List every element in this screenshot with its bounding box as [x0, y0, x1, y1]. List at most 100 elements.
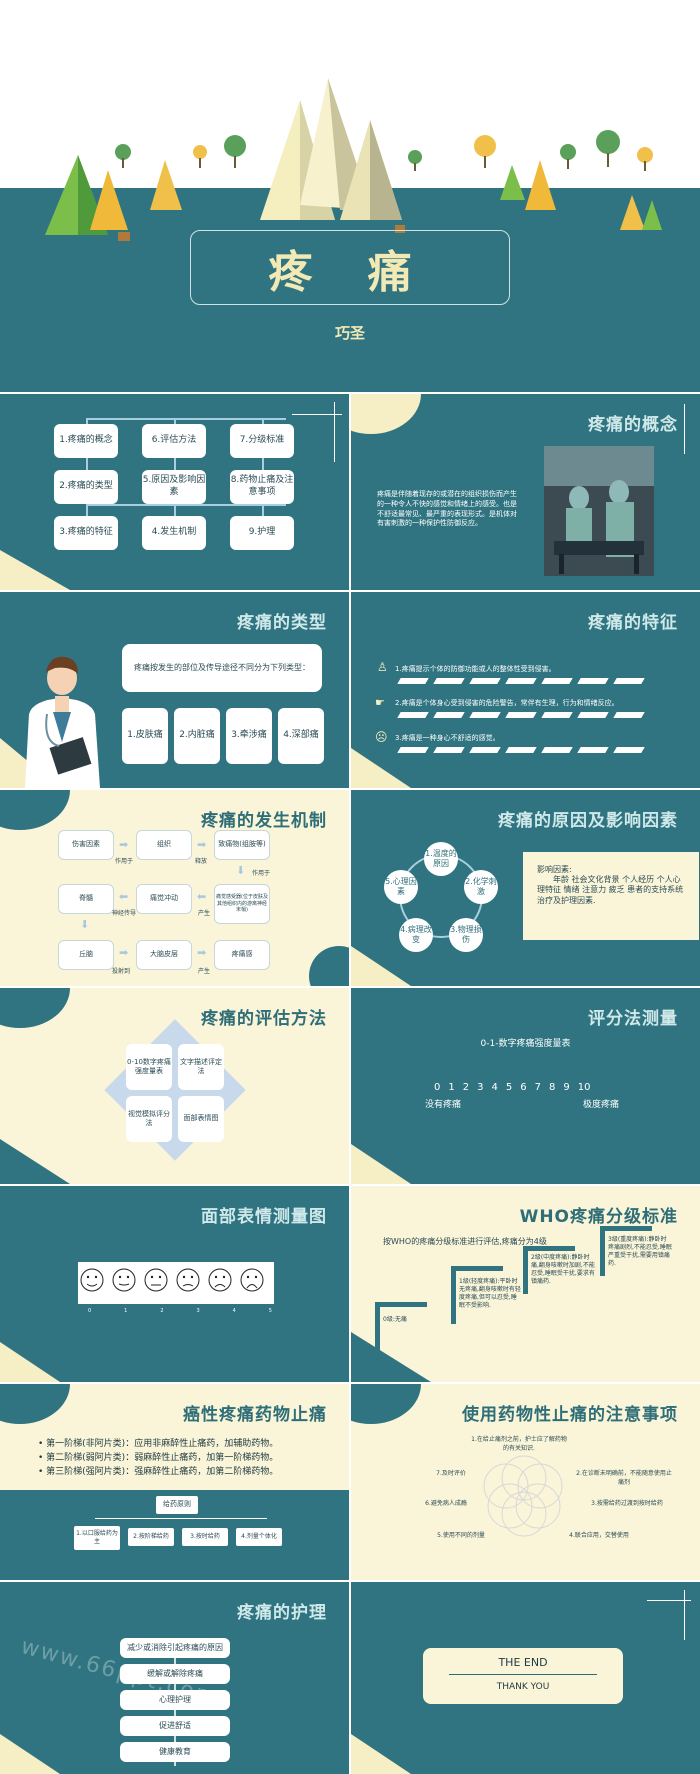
slide-title: 癌性疼痛药物止痛	[183, 1405, 327, 1425]
types-intro: 疼痛按发生的部位及传导途径不同分为下列类型：	[122, 644, 322, 692]
slide-end: THE END THANK YOU	[351, 1582, 700, 1774]
ladder-step: • 第一阶梯(非阿片类)：应用非麻醉性止痛药，加辅助药物。	[38, 1439, 279, 1449]
type-card: 3.牵涉痛	[226, 708, 272, 764]
method-card: 面部表情图	[178, 1096, 224, 1142]
face-score-row: 0 1 2 3 4 5	[88, 1308, 272, 1314]
cause-node: 1.温度的原因	[424, 842, 458, 876]
step-bar	[523, 1246, 528, 1294]
slide-cover: 疼 痛 巧圣	[0, 0, 700, 392]
who-level: 2级(中度疼痛):静卧时痛,翻身咳嗽时加剧,不能忍受,睡眠受干扰,要求有镇痛药.	[531, 1254, 595, 1286]
thanks-text: THANK YOU	[496, 1682, 550, 1692]
slide-who-grading: WHO疼痛分级标准 按WHO的疼痛分级标准进行评估,疼痛分为4级 0级:无痛 1…	[351, 1186, 700, 1382]
cover-title: 疼 痛	[268, 247, 432, 298]
slide-assessment: 疼痛的评估方法 0-10数字疼痛强度量表 文字描述评定法 视觉模拟评分法 面部表…	[0, 988, 349, 1184]
slide-cautions: 使用药物性止痛的注意事项 1.在给止痛剂之前，护士应了解药物的有关知识. 2.在…	[351, 1384, 700, 1580]
slide-concept: 疼痛的概念 疼痛是伴随着现存的或潜在的组织损伤而产生的一种令人不快的感觉和情绪上…	[351, 394, 700, 590]
scale-number: 7	[534, 1082, 541, 1093]
method-card: 视觉模拟评分法	[126, 1096, 172, 1142]
flow-box: 疼痛感	[214, 940, 270, 970]
caution-item: 4.联合应用，交替使用	[569, 1532, 629, 1539]
face-icon: ☹	[375, 730, 388, 744]
principle-title: 给药原则	[156, 1496, 198, 1514]
scale-number: 6	[520, 1082, 527, 1093]
cover-author: 巧圣	[334, 324, 365, 342]
concept-text: 疼痛是伴随着现存的或潜在的组织损伤而产生的一种令人不快的感觉和情绪上的感受。也是…	[377, 490, 517, 528]
arrow-right-icon: ➡	[119, 838, 129, 851]
scale-number: 9	[563, 1082, 570, 1093]
contents-item[interactable]: 5.原因及影响因素	[142, 470, 206, 504]
flow-box: 痛觉冲动	[136, 884, 192, 914]
slide-title: 疼痛的发生机制	[201, 811, 327, 831]
caution-item: 6.避免病人成瘾	[425, 1500, 467, 1507]
mountain-landscape	[45, 78, 662, 241]
scale-number: 1	[448, 1082, 455, 1093]
contents-item[interactable]: 4.发生机制	[142, 516, 206, 550]
scale-right-label: 极度疼痛	[583, 1100, 620, 1110]
flow-box: 组织	[136, 830, 192, 860]
slide-nursing: 疼痛的护理 减少或消除引起疼痛的原因 缓解或解除疼痛 心理护理 促进舒适 健康教…	[0, 1582, 349, 1774]
contents-item[interactable]: 9.护理	[230, 516, 294, 550]
nursing-item: 健康教育	[120, 1742, 230, 1762]
nursing-item: 缓解或解除疼痛	[120, 1664, 230, 1684]
flow-label: 作用于	[115, 858, 134, 865]
factors-box: 影响因素: 年龄 社会文化背景 个人经历 个人心理特征 情绪 注意力 疲乏 患者…	[523, 852, 699, 940]
scale-number: 8	[549, 1082, 556, 1093]
char-item: 2.疼痛是个体身心受到侵害的危险警告，常伴有生理，行为和情绪反应。	[395, 699, 619, 707]
caution-item: 2.在诊断未明确前，不能随意使用止痛剂	[576, 1470, 672, 1486]
flow-label: 作用于	[252, 870, 271, 877]
ladder-step: • 第三阶梯(强阿片类)：强麻醉性止痛药，加第二阶梯药物。	[38, 1467, 279, 1477]
arrow-right-icon: ➡	[197, 946, 207, 959]
slide-title: WHO疼痛分级标准	[519, 1207, 678, 1227]
flow-label: 产生	[198, 968, 211, 975]
flow-label: 释放	[195, 858, 208, 865]
flow-box: 伤害因素	[58, 830, 114, 860]
flow-box: 丘脑	[58, 940, 114, 970]
method-card: 0-10数字疼痛强度量表	[126, 1044, 172, 1090]
slide-title: 疼痛的护理	[237, 1603, 327, 1623]
arrow-left-icon: ⬅	[119, 890, 129, 903]
char-item: 3.疼痛是一种身心不舒适的感觉。	[395, 734, 500, 742]
contents-item[interactable]: 8.药物止痛及注意事项	[230, 470, 294, 504]
slide-contents: 1.疼痛的概念 6.评估方法 7.分级标准 2.疼痛的类型 5.原因及影响因素 …	[0, 394, 349, 590]
slide-face-scale: 面部表情测量图 0 1 2 3 4 5	[0, 1186, 349, 1382]
caution-item: 1.在给止痛剂之前，护士应了解药物的有关知识.	[471, 1436, 567, 1452]
slide-title: 评分法测量	[588, 1009, 678, 1029]
slide-title: 疼痛的类型	[237, 613, 327, 633]
step-bar	[523, 1246, 575, 1251]
arrow-right-icon: ➡	[119, 946, 129, 959]
contents-item[interactable]: 3.疼痛的特征	[54, 516, 118, 550]
who-level: 3级(重度疼痛):静卧时疼痛剧烈,不能忍受,睡眠严重受干扰,需要用镇痛药.	[608, 1236, 672, 1268]
slide-causes: 疼痛的原因及影响因素 1.温度的原因 2.化学刺激 3.物理损伤 4.病理改变 …	[351, 790, 700, 986]
contents-item[interactable]: 6.评估方法	[142, 424, 206, 458]
contents-item[interactable]: 2.疼痛的类型	[54, 470, 118, 504]
doctor-illustration	[25, 656, 100, 788]
surgery-photo	[544, 446, 654, 576]
contents-item[interactable]: 1.疼痛的概念	[54, 424, 118, 458]
petal-rings	[483, 1455, 563, 1537]
nursing-item: 减少或消除引起疼痛的原因	[120, 1638, 230, 1658]
face-score: 3	[196, 1308, 200, 1314]
slide-title: 疼痛的评估方法	[201, 1009, 327, 1029]
factors-label: 影响因素:	[537, 865, 572, 874]
flow-label: 产生	[198, 910, 211, 917]
scale-number: 2	[462, 1082, 470, 1093]
caution-item: 7.及时评价	[436, 1470, 466, 1477]
step-bar	[451, 1266, 503, 1271]
end-text: THE END	[498, 1656, 548, 1669]
flow-box: 致痛物(组胺等)	[214, 830, 270, 860]
flow-box: 大脑皮层	[136, 940, 192, 970]
arrow-down-icon: ⬇	[80, 918, 90, 931]
slide-types: 疼痛的类型 疼痛按发生的部位及传导途径不同分为下列类型： 1.皮肤痛 2.内脏痛…	[0, 592, 349, 788]
method-card: 文字描述评定法	[178, 1044, 224, 1090]
who-intro: 按WHO的疼痛分级标准进行评估,疼痛分为4级	[383, 1237, 547, 1246]
slide-title: 疼痛的特征	[588, 613, 678, 633]
slide-mechanism: 疼痛的发生机制 伤害因素 组织 致痛物(组胺等) 痛觉感受器(位于皮肤及其他组织…	[0, 790, 349, 986]
caution-item: 3.按需给药过渡到按时给药	[591, 1500, 663, 1507]
step-bar	[451, 1266, 456, 1324]
ladder-step: • 第二阶梯(弱阿片类)：弱麻醉性止痛药，加第一阶梯药物。	[38, 1453, 279, 1463]
slide-title: 疼痛的概念	[588, 415, 678, 435]
contents-item[interactable]: 7.分级标准	[230, 424, 294, 458]
type-card: 4.深部痛	[278, 708, 324, 764]
step-bar	[600, 1226, 652, 1231]
cover-title-frame	[190, 230, 510, 305]
